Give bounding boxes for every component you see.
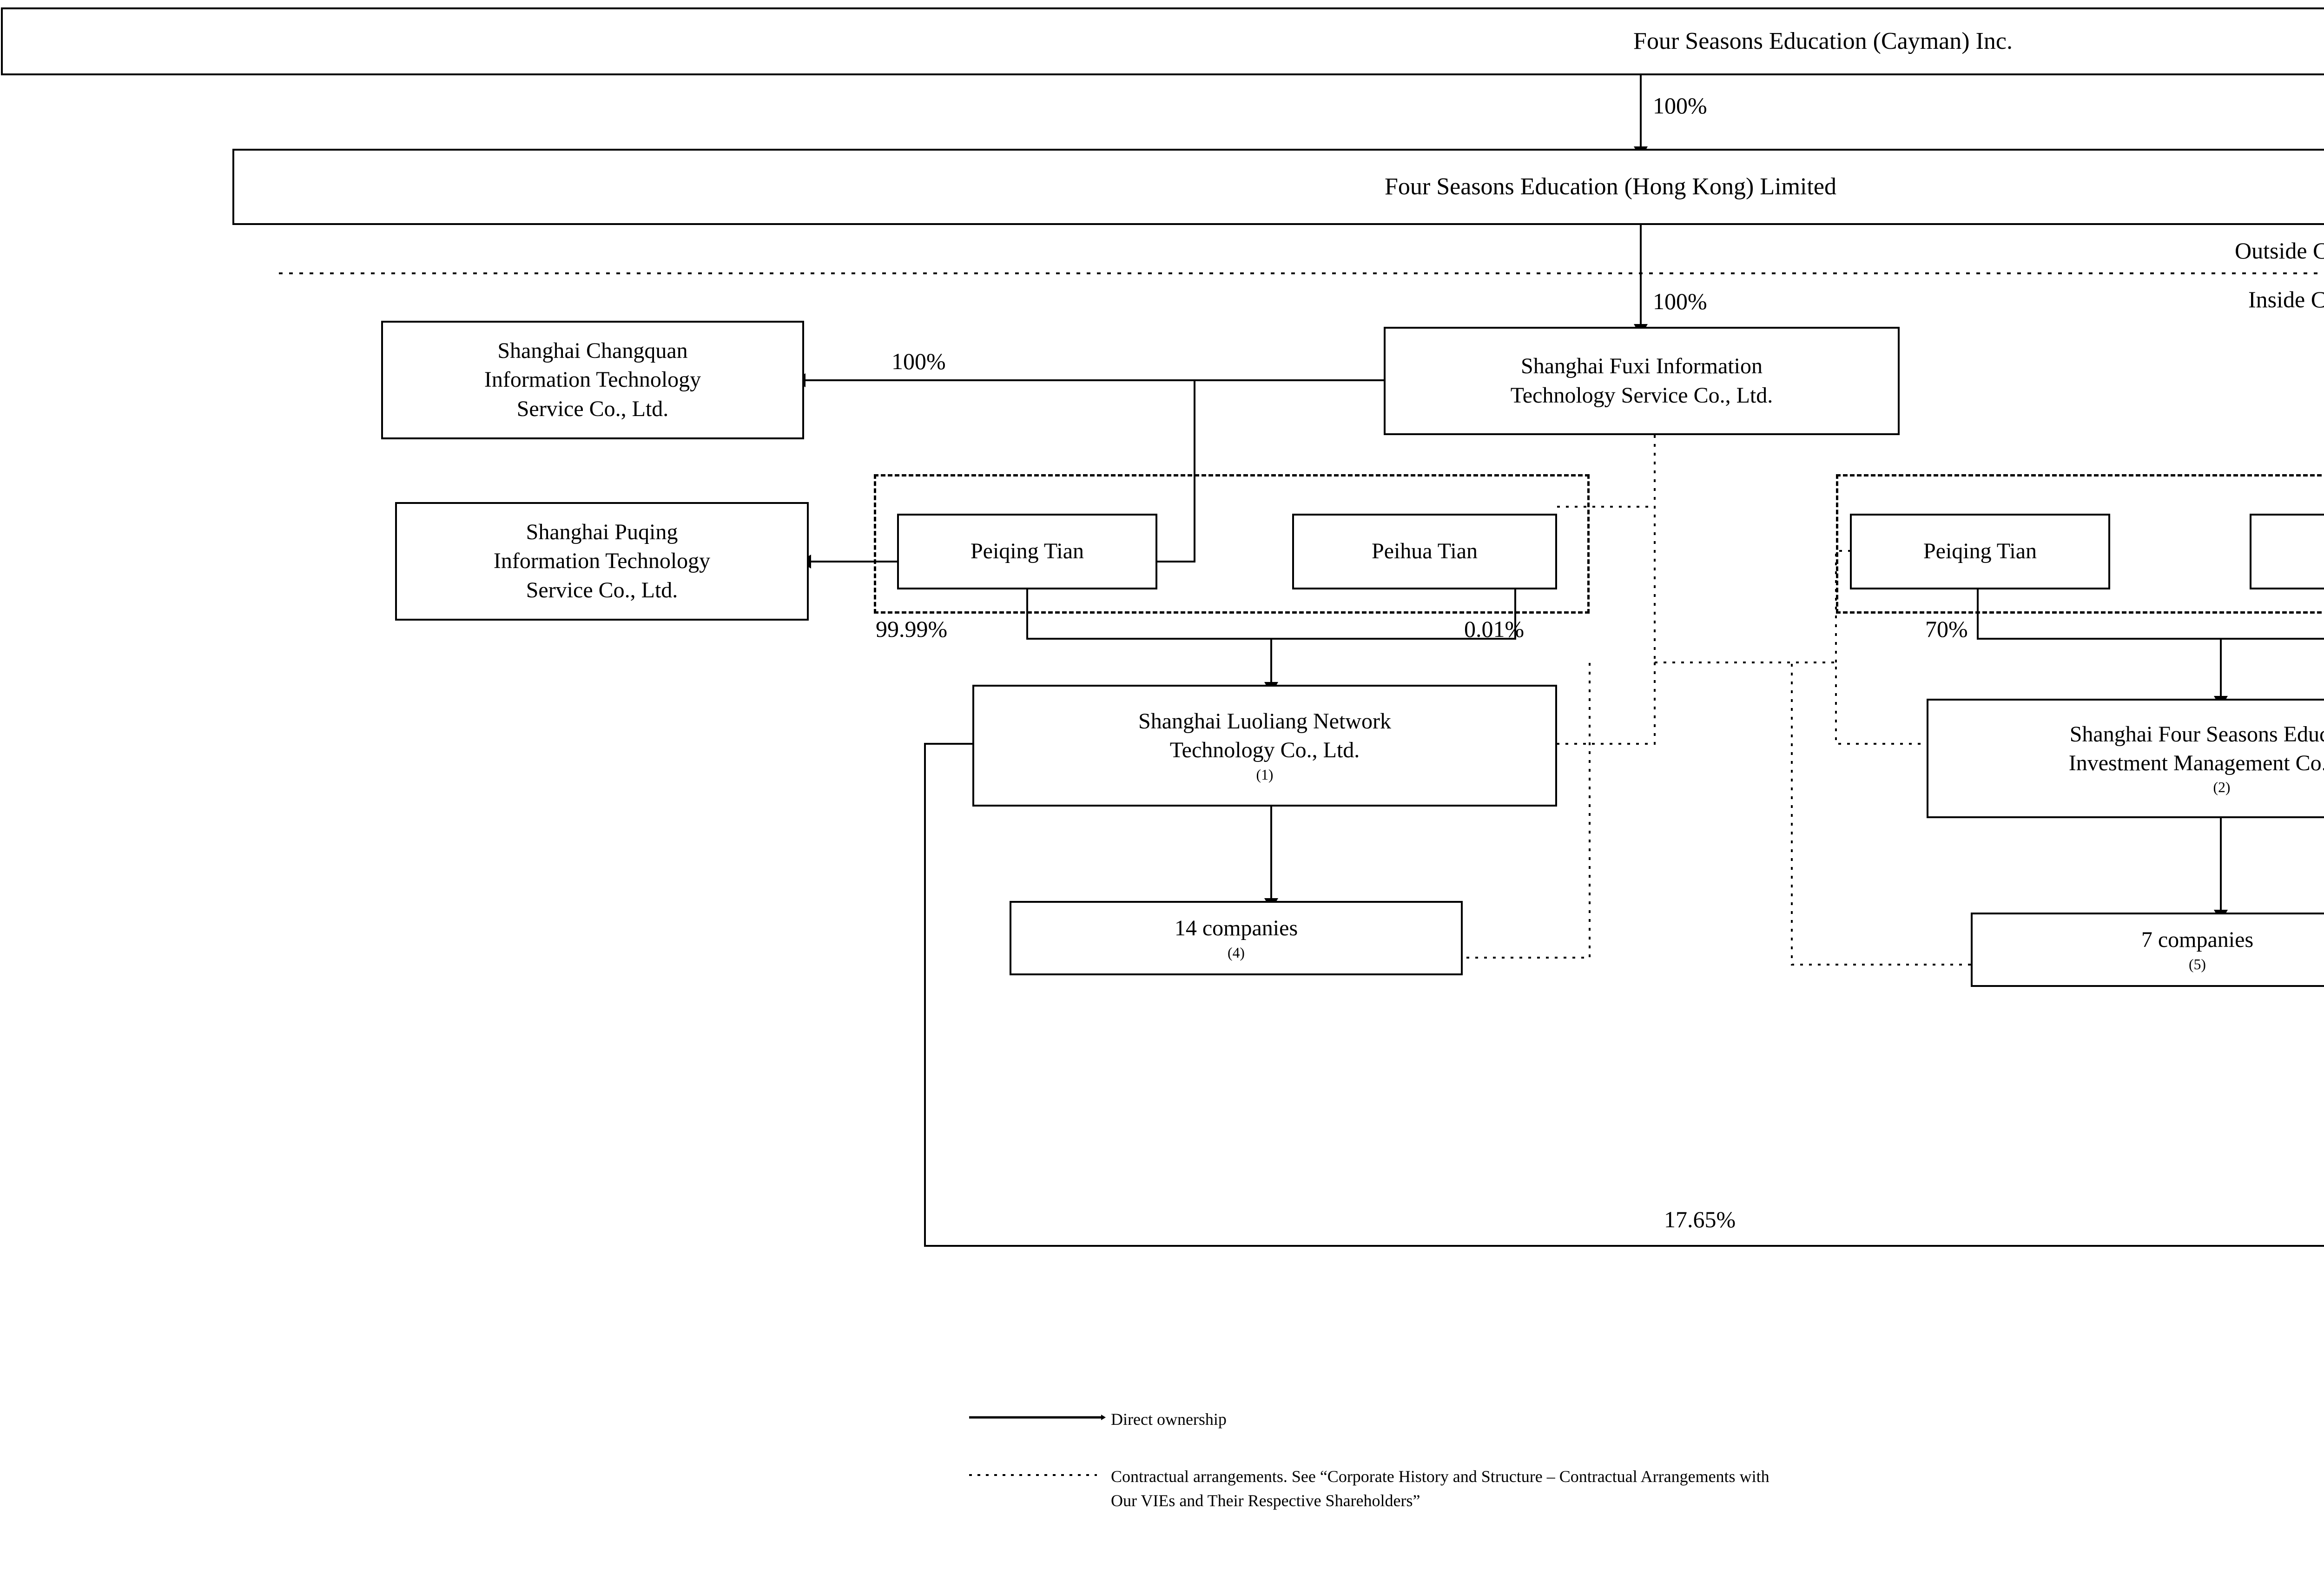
node-shanghai-four-seasons-inv: Shanghai Four Seasons Education Investme… <box>1927 699 2324 818</box>
pct-hk-to-fuxi: 100% <box>1653 288 1707 314</box>
node-shanghai-fuxi: Shanghai Fuxi Information Technology Ser… <box>1384 327 1900 435</box>
node-7-companies: 7 companies(5) <box>1971 913 2324 987</box>
pct-peihua-to-luoliang: 0.01% <box>1464 616 1525 642</box>
node-14-companies: 14 companies(4) <box>1010 901 1463 975</box>
label-outside-china: Outside China <box>2235 238 2324 264</box>
node-shanghai-changquan: Shanghai Changquan Information Technolog… <box>381 321 804 439</box>
legend-contractual-arrangements: Contractual arrangements. See “Corporate… <box>1111 1464 2324 1513</box>
node-peiqing-tian-left: Peiqing Tian <box>897 514 1157 589</box>
legend-contractual-line2: Our VIEs and Their Respective Shareholde… <box>1111 1491 1420 1510</box>
pct-cayman-to-hk: 100% <box>1653 93 1707 119</box>
footnote-ref-4: (4) <box>1228 944 1245 961</box>
legend-contractual-line1: Contractual arrangements. See “Corporate… <box>1111 1467 1769 1486</box>
pct-peiqing-to-luoliang: 99.99% <box>876 616 948 642</box>
footnote-ref-1: (1) <box>1256 766 1274 783</box>
node-shanghai-puqing: Shanghai Puqing Information Technology S… <box>395 502 809 621</box>
node-peiqing-tian-right: Peiqing Tian <box>1850 514 2110 589</box>
shareholder-group-luoliang <box>874 474 1590 614</box>
legend-direct-ownership: Direct ownership <box>1111 1410 1227 1429</box>
label-inside-china: Inside China <box>2248 286 2324 312</box>
footnote-ref-5: (5) <box>2189 956 2206 973</box>
node-suhua-zhu: Suhua Zhu <box>2250 514 2324 589</box>
node-hongkong: Four Seasons Education (Hong Kong) Limit… <box>232 149 2324 225</box>
node-peihua-tian: Peihua Tian <box>1292 514 1557 589</box>
pct-luoliang-to-gongda: 17.65% <box>1664 1206 1736 1232</box>
shareholder-group-fourseasons <box>1836 474 2324 614</box>
node-shanghai-luoliang: Shanghai Luoliang Network Technology Co.… <box>972 685 1557 807</box>
pct-fuxi-to-changquan: 100% <box>891 348 946 374</box>
node-cayman: Four Seasons Education (Cayman) Inc. <box>1 7 2324 75</box>
pct-peiqing-to-fourseasons: 70% <box>1925 616 1968 642</box>
footnote-ref-2: (2) <box>2213 779 2231 796</box>
